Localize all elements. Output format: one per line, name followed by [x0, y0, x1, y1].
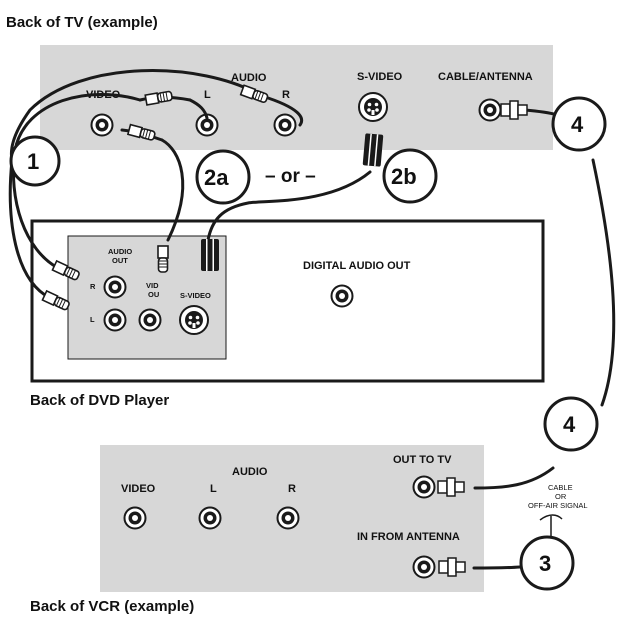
cables	[8, 69, 616, 570]
vcr-out-to-tv-label: OUT TO TV	[393, 454, 452, 466]
vcr-in-from-antenna-label: IN FROM ANTENNA	[357, 531, 460, 543]
tv-right-label: R	[282, 89, 290, 101]
dvd-svideo-plug	[201, 239, 219, 271]
cable-2b	[206, 170, 372, 242]
cable-audio-lower	[8, 158, 52, 300]
signal-label-line-3: OFF-AIR SIGNAL	[528, 501, 588, 510]
signal-wave-icon	[539, 514, 563, 521]
dvd-audio-out-label-1: AUDIO	[108, 247, 132, 256]
cable-audio-r	[9, 69, 264, 162]
cable-4-bottom	[473, 466, 555, 490]
marker-4-top: 4	[551, 96, 607, 152]
dvd-output-subpanel	[67, 235, 227, 360]
tv-antenna-jack	[478, 98, 502, 122]
vcr-left-label: L	[210, 483, 217, 495]
tv-audio-r-jack	[273, 113, 297, 137]
vcr-audio-label: AUDIO	[232, 466, 268, 478]
dvd-audio-l-jack	[103, 308, 127, 332]
cable-3	[472, 565, 522, 570]
dvd-digital-audio-out-label: DIGITAL AUDIO OUT	[303, 260, 411, 272]
marker-4-bottom: 4	[543, 396, 599, 452]
dvd-l-label: L	[90, 315, 95, 324]
vcr-right-label: R	[288, 483, 296, 495]
tv-svideo-label: S-VIDEO	[357, 71, 403, 83]
dvd-audio-r-jack	[103, 275, 127, 299]
vcr-video-label: VIDEO	[121, 483, 156, 495]
marker-2b-label: 2b	[391, 164, 417, 189]
tv-svideo-jack	[358, 92, 388, 122]
dvd-video-out-label-1: VID	[146, 281, 159, 290]
dvd-video-plug	[157, 245, 169, 273]
cable-4	[591, 158, 616, 407]
marker-2a-label: 2a	[204, 165, 229, 190]
cable-audio-l-tail	[188, 98, 209, 120]
marker-3-label: 3	[539, 551, 551, 576]
tv-svideo-plug	[362, 133, 384, 167]
vcr-out-to-tv-jack	[412, 475, 436, 499]
dvd-audio-out-label-2: OUT	[112, 256, 128, 265]
marker-1-label: 1	[27, 149, 39, 174]
vcr-audio-l-jack	[198, 506, 222, 530]
marker-3: 3	[519, 535, 575, 591]
or-text: – or –	[265, 166, 316, 187]
vcr-video-jack	[123, 506, 147, 530]
tv-cable-antenna-label: CABLE/ANTENNA	[438, 71, 533, 83]
vcr-caption: Back of VCR (example)	[30, 598, 194, 615]
vcr-audio-r-jack	[276, 506, 300, 530]
dvd-svideo-jack	[179, 305, 209, 335]
dvd-r-label: R	[90, 282, 96, 291]
dvd-caption: Back of DVD Player	[30, 392, 169, 409]
dvd-digital-audio-jack	[330, 284, 354, 308]
tv-left-label: L	[204, 89, 211, 101]
signal-label-line-1: CABLE	[548, 483, 573, 492]
tv-audio-label: AUDIO	[231, 72, 267, 84]
dvd-video-jack	[138, 308, 162, 332]
marker-2a: 2a	[195, 149, 251, 205]
tv-video-jack	[90, 113, 114, 137]
marker-4-top-label: 4	[571, 112, 584, 137]
marker-4-bottom-label: 4	[563, 412, 576, 437]
dvd-svideo-label: S-VIDEO	[180, 291, 211, 300]
tv-caption: Back of TV (example)	[6, 14, 158, 31]
signal-label-line-2: OR	[555, 492, 567, 501]
cable-2a	[160, 138, 185, 242]
marker-2b: 2b	[382, 148, 438, 204]
vcr-in-from-antenna-jack	[412, 555, 436, 579]
marker-1: 1	[9, 135, 61, 187]
dvd-video-out-label-2: OU	[148, 290, 159, 299]
cable-audio-r-tail	[260, 94, 304, 127]
